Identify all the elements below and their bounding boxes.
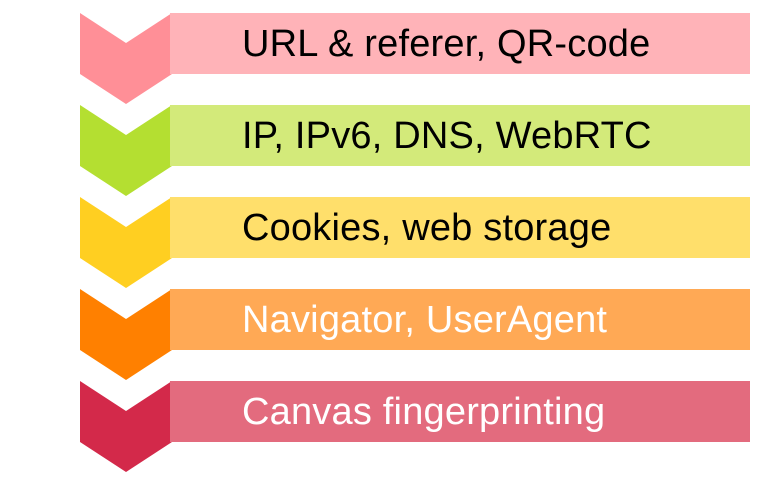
chevron-arrow-icon [80, 197, 172, 288]
step-label: IP, IPv6, DNS, WebRTC [242, 114, 652, 157]
step-band: Canvas fingerprinting [170, 381, 750, 442]
step-5: Canvas fingerprinting [80, 381, 750, 473]
chevron-arrow-icon [80, 289, 172, 380]
chevron-shape [80, 105, 172, 196]
chevron-arrow-icon [80, 381, 172, 472]
step-3: Cookies, web storage [80, 197, 750, 289]
chevron-shape [80, 197, 172, 288]
chevron-arrow-icon [80, 105, 172, 196]
step-band: Navigator, UserAgent [170, 289, 750, 350]
step-1: URL & referer, QR-code [80, 13, 750, 105]
chevron-arrow-icon [80, 13, 172, 104]
step-band: URL & referer, QR-code [170, 13, 750, 74]
step-label: Cookies, web storage [242, 206, 612, 249]
step-4: Navigator, UserAgent [80, 289, 750, 381]
chevron-shape [80, 13, 172, 104]
step-2: IP, IPv6, DNS, WebRTC [80, 105, 750, 197]
step-label: Canvas fingerprinting [242, 390, 606, 433]
chevron-shape [80, 381, 172, 472]
step-label: Navigator, UserAgent [242, 298, 608, 341]
chevron-shape [80, 289, 172, 380]
step-label: URL & referer, QR-code [242, 22, 651, 65]
step-band: Cookies, web storage [170, 197, 750, 258]
step-band: IP, IPv6, DNS, WebRTC [170, 105, 750, 166]
